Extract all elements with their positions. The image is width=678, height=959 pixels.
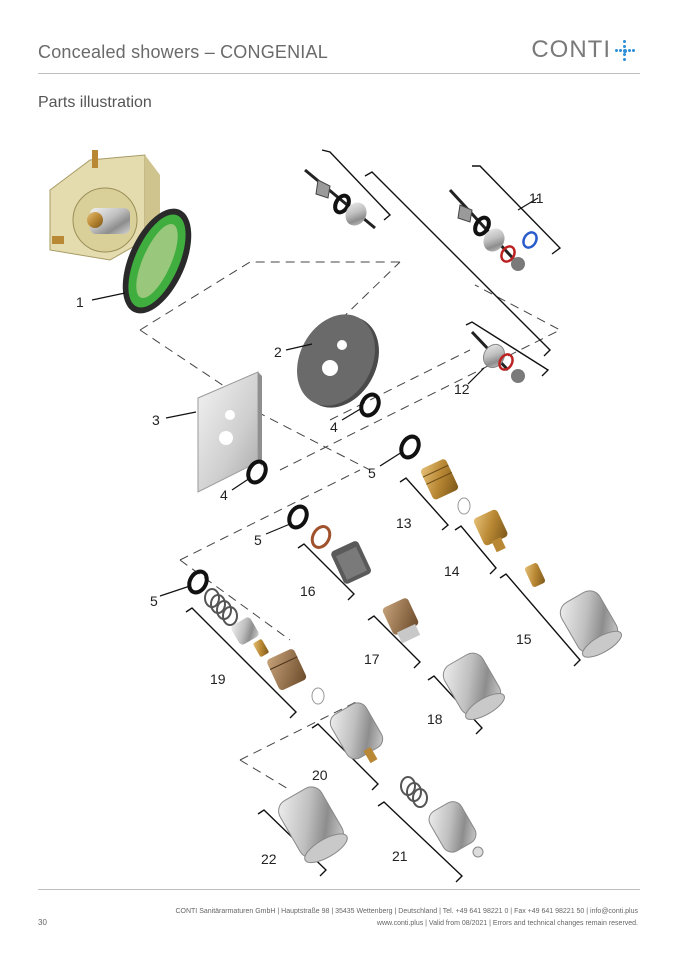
footer-validity-info: www.conti.plus | Valid from 08/2021 | Er… [376,920,638,927]
conti-logo: CONTI [531,36,636,64]
bracket [399,477,450,531]
bracket [377,801,464,883]
handle-18 [442,652,505,721]
thin-ring [457,497,471,515]
bracket [472,165,562,255]
part-number: 20 [312,767,328,783]
spindle-extension [524,563,546,587]
bracket [499,573,581,667]
cartridge-20 [329,702,384,764]
part-number: 15 [516,631,532,647]
part-number: 12 [454,381,470,397]
cartridge-13 [420,459,459,500]
o-ring [399,434,421,460]
cartridge-19 [267,649,307,690]
part-number: 4 [330,419,338,435]
part-number: 18 [427,711,443,727]
thermo-element-14 [473,509,508,553]
screw [472,846,484,858]
cartridge-16 [331,541,371,584]
brass-pin [253,639,269,657]
guide-line [279,284,562,471]
part-number: 3 [152,412,160,428]
part-number: 11 [529,190,544,206]
o-ring [359,392,381,418]
round-cover-plate [297,314,379,408]
guide-line [329,349,471,421]
bracket [454,525,497,575]
bracket [297,543,355,601]
part-number: 4 [220,487,228,503]
piston [231,617,259,645]
part-number: 5 [368,465,376,481]
o-ring [287,504,309,530]
adaptor-17 [382,598,421,644]
bracket [364,171,551,357]
guide-line [139,329,231,391]
bracket [185,607,297,719]
part-number: 13 [396,515,412,531]
o-ring [246,459,268,485]
part-number: 5 [150,593,158,609]
handle-21 [428,801,477,853]
footer-divider [38,889,640,890]
part-number: 16 [300,583,316,599]
square-cover-plate [197,371,262,493]
logo-cross-icon [614,39,636,61]
part-number: 14 [444,563,460,579]
parts-illustration: 1 2 3 4 4 5 5 5 11 12 13 14 15 16 17 18 … [49,149,622,883]
handle-22 [278,786,348,864]
guide-line [139,261,400,331]
spindle-set-11 [448,188,538,271]
part-number: 22 [261,851,277,867]
guide-line [179,469,361,561]
part-number: 2 [274,344,282,360]
o-ring-red [310,525,332,549]
spindle-set-12 [470,330,525,383]
spring [204,588,238,626]
guide-line [239,699,361,761]
section-title: Parts illustration [38,94,152,111]
spring-lower [400,776,428,808]
part-number: 17 [364,651,380,667]
guide-line [239,759,291,791]
logo-text: CONTI [531,36,611,63]
footer-company-info: CONTI Sanitärarmaturen GmbH | Hauptstraß… [175,908,638,915]
spindle-set-top [304,168,376,230]
page-header-title: Concealed showers – CONGENIAL [38,42,328,62]
page-number: 30 [38,918,47,927]
part-number: 19 [210,671,226,687]
part-number: 5 [254,532,262,548]
part-number: 1 [76,294,84,310]
o-ring [187,569,209,595]
mounting-frame [122,208,192,314]
handle-15 [559,590,622,658]
part-number: 21 [392,848,408,864]
bracket [465,321,550,377]
bracket [367,615,421,669]
part-numbers: 1 2 3 4 4 5 5 5 11 12 13 14 15 16 17 18 … [76,190,544,867]
bracket [321,149,392,221]
guide-line [229,397,371,471]
thin-ring [311,687,325,705]
header-divider [38,73,640,74]
